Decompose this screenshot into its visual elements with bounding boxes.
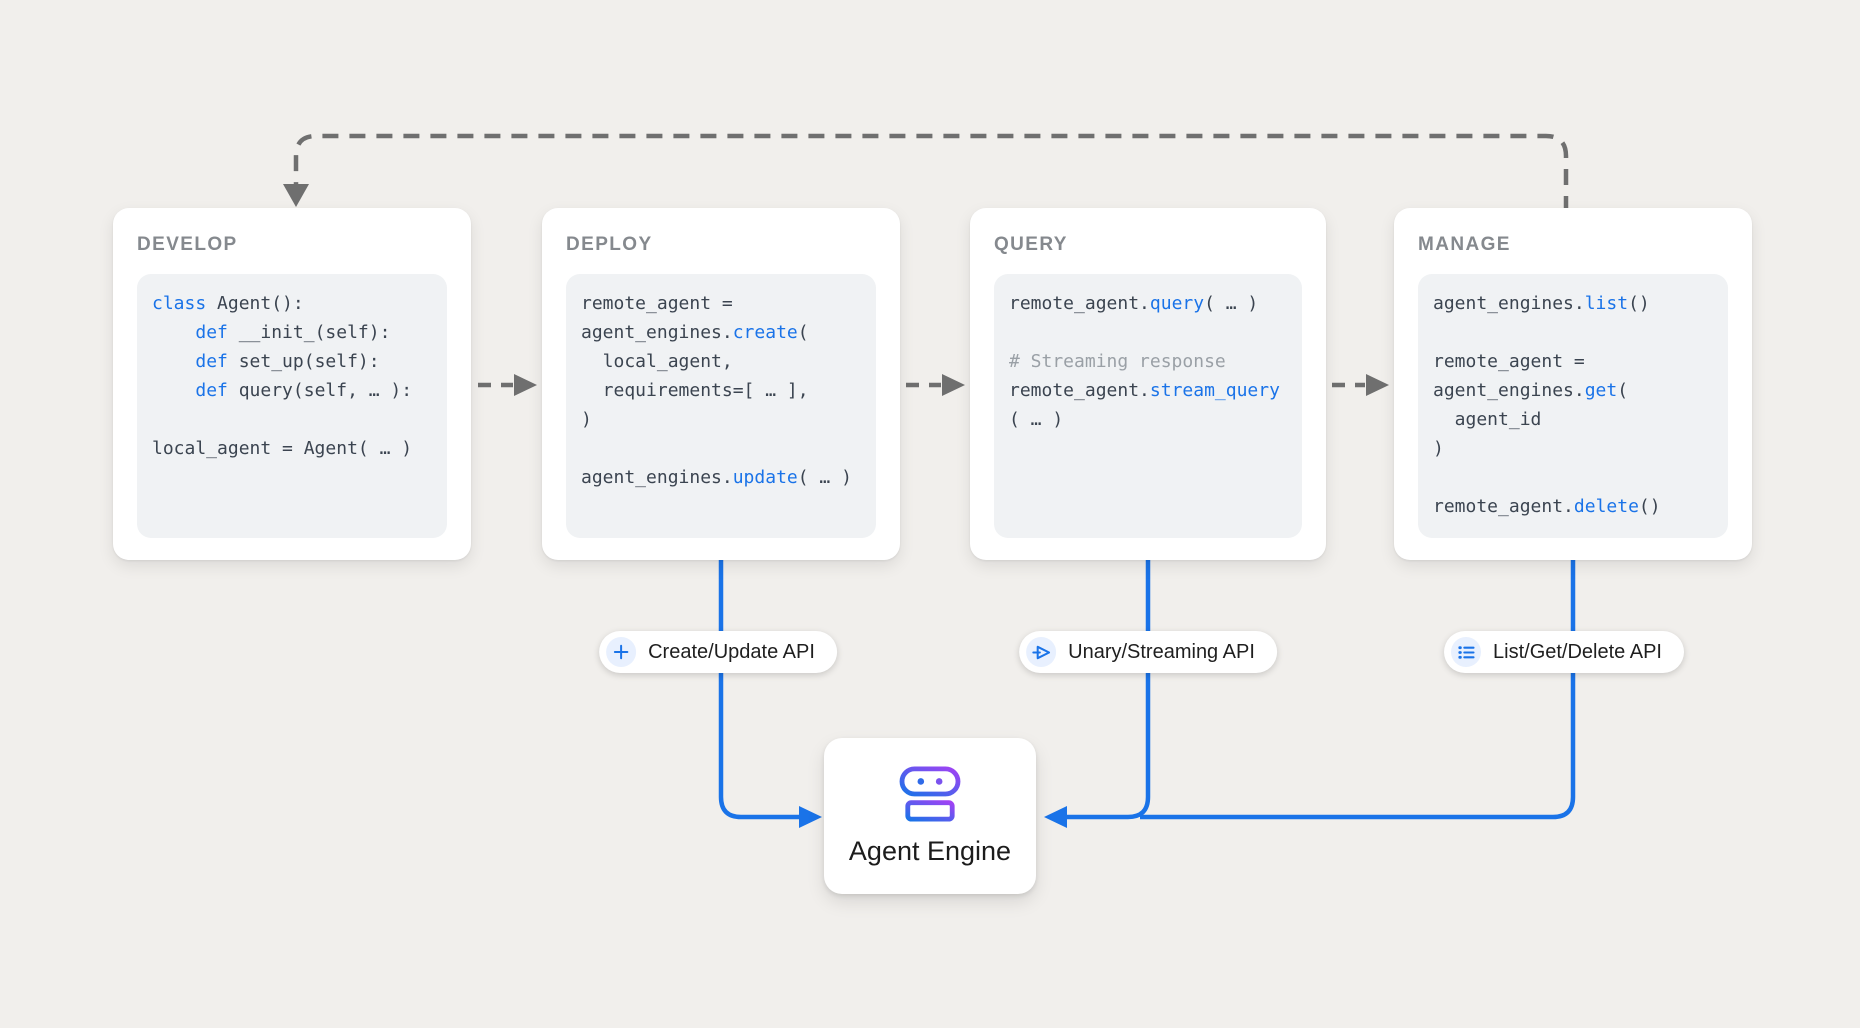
- engine-left-arrowhead: [799, 806, 822, 828]
- agent-engine-label: Agent Engine: [848, 835, 1012, 866]
- code-block-query: remote_agent.query( … ) # Streaming resp…: [994, 274, 1302, 538]
- api-pill-create-update: Create/Update API: [599, 631, 837, 673]
- query-to-manage-arrowhead: [1366, 374, 1389, 396]
- code-block-deploy: remote_agent =agent_engines.create( loca…: [566, 274, 876, 538]
- list-icon: [1451, 637, 1482, 667]
- api-pill-label: Create/Update API: [648, 640, 815, 663]
- stage-card-query: QUERY remote_agent.query( … ) # Streamin…: [970, 208, 1326, 560]
- api-pill-label: Unary/Streaming API: [1068, 640, 1255, 663]
- api-pill-list-get-delete: List/Get/Delete API: [1444, 631, 1684, 673]
- code-block-develop: class Agent(): def __init_(self): def se…: [137, 274, 447, 538]
- agent-engine-node: Agent Engine: [824, 738, 1036, 894]
- stage-title-query: QUERY: [994, 234, 1068, 255]
- engine-right-arrowhead: [1044, 806, 1067, 828]
- stage-card-develop: DEVELOP class Agent(): def __init_(self)…: [113, 208, 471, 560]
- develop-to-deploy-arrowhead: [514, 374, 537, 396]
- deploy-to-query-arrowhead: [942, 374, 965, 396]
- stage-card-manage: MANAGE agent_engines.list() remote_agent…: [1394, 208, 1752, 560]
- agent-engine-robot-icon: [899, 765, 961, 822]
- stage-title-manage: MANAGE: [1418, 234, 1511, 255]
- stage-title-develop: DEVELOP: [137, 234, 238, 255]
- api-pill-label: List/Get/Delete API: [1493, 640, 1662, 663]
- stage-title-deploy: DEPLOY: [566, 234, 653, 255]
- code-block-manage: agent_engines.list() remote_agent =agent…: [1418, 274, 1728, 538]
- deploy-to-engine-line: [718, 545, 800, 820]
- send-icon: [1026, 637, 1057, 667]
- api-pill-unary-streaming: Unary/Streaming API: [1019, 631, 1277, 673]
- plus-icon: [606, 637, 637, 667]
- manage-to-engine-line: [1140, 545, 1576, 820]
- stage-card-deploy: DEPLOY remote_agent =agent_engines.creat…: [542, 208, 900, 560]
- feedback-loop-arrowhead: [283, 184, 309, 207]
- feedback-loop-dashed-arrow: [293, 133, 1569, 212]
- query-to-engine-line: [1066, 545, 1151, 820]
